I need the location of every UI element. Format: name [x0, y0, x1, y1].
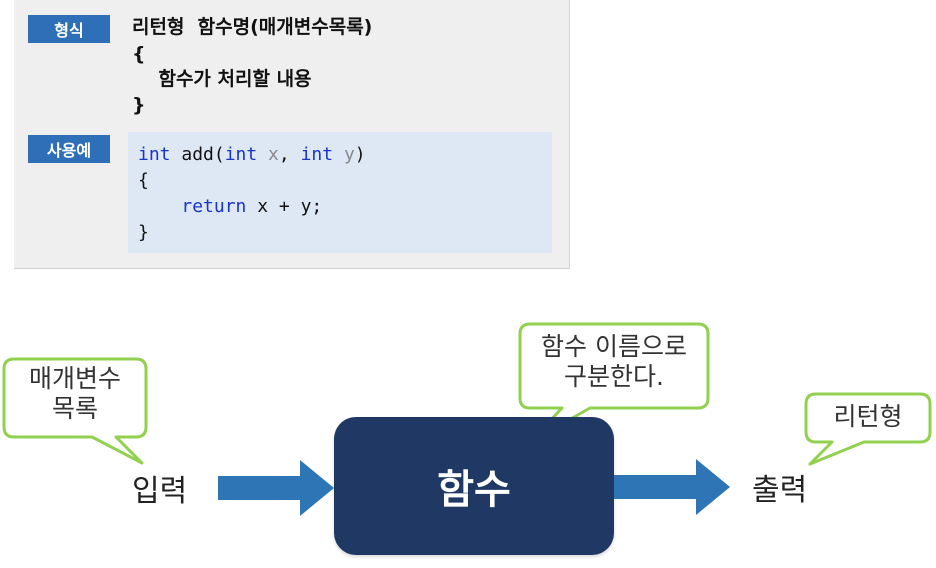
format-tag: 형식 — [28, 15, 110, 43]
code-return-expr: x + y; — [246, 196, 323, 217]
output-arrow — [614, 459, 730, 515]
code-line-return: return x + y; — [138, 194, 322, 220]
code-keyword-return: return — [181, 196, 247, 217]
callout-name-text: 함수 이름으로 구분한다. — [520, 332, 708, 392]
example-tag: 사용예 — [28, 135, 110, 163]
format-line-open-brace: { — [132, 43, 146, 65]
function-box: 함수 — [334, 417, 614, 555]
callout-return-text: 리턴형 — [833, 402, 903, 431]
callout-params-line2: 목록 — [51, 394, 98, 423]
input-arrow — [218, 460, 334, 516]
function-label: 함수 — [437, 467, 511, 513]
code-param: y — [333, 144, 355, 165]
code-keyword: int — [300, 144, 334, 165]
format-line-close-brace: } — [132, 94, 146, 116]
code-indent — [138, 196, 181, 217]
code-comma: , — [278, 144, 301, 165]
input-label: 입력 — [132, 474, 188, 509]
callout-name-line1: 함수 이름으로 — [541, 332, 687, 361]
callout-params-bubble — [2, 357, 148, 465]
format-line-signature: 리턴형 함수명(매개변수목록) — [132, 16, 373, 38]
callout-name-line2: 구분한다. — [564, 362, 664, 391]
syntax-panel: 형식 리턴형 함수명(매개변수목록) { 함수가 처리할 내용 } 사용예 in… — [14, 0, 570, 269]
code-keyword: int — [138, 144, 171, 165]
code-function-name: add( — [170, 144, 225, 165]
callout-params-text: 매개변수 목록 — [4, 364, 146, 424]
code-line-signature: int add(int x, int y) — [138, 142, 366, 168]
output-label: 출력 — [752, 473, 808, 508]
callout-params-line1: 매개변수 — [28, 364, 121, 393]
code-line-close-brace: } — [138, 222, 149, 243]
code-line-open-brace: { — [138, 170, 149, 191]
code-param: x — [257, 144, 279, 165]
code-close-paren: ) — [354, 144, 366, 165]
format-line-body: 함수가 처리할 내용 — [132, 68, 312, 90]
callout-return-bubble — [804, 392, 932, 466]
code-example: int add(int x, int y) { return x + y; } — [128, 132, 552, 253]
code-keyword: int — [224, 144, 258, 165]
